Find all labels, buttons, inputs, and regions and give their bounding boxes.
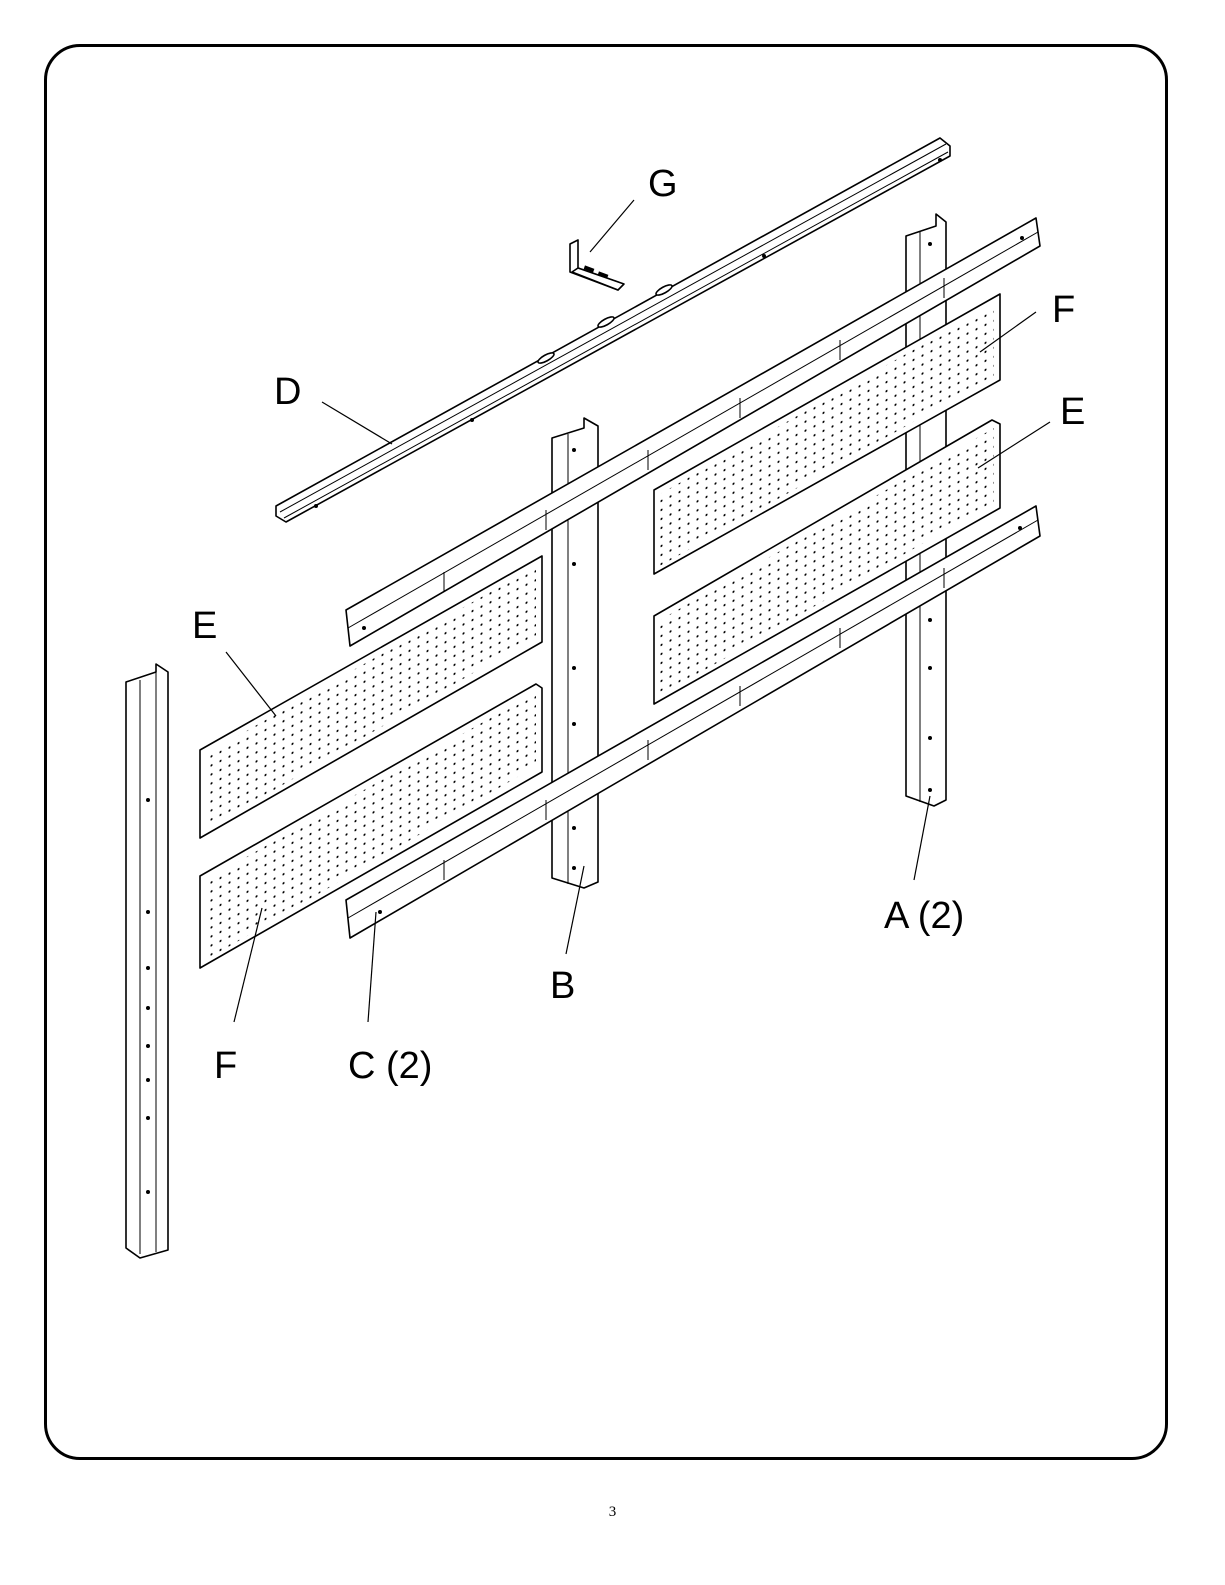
label-g: G bbox=[648, 163, 678, 205]
label-c: C (2) bbox=[348, 1045, 432, 1087]
label-e-right: E bbox=[1060, 391, 1085, 433]
bracket-g bbox=[570, 240, 624, 290]
label-e-left: E bbox=[192, 605, 217, 647]
label-d: D bbox=[274, 371, 301, 413]
label-f-right: F bbox=[1052, 289, 1075, 331]
label-f-left: F bbox=[214, 1045, 237, 1087]
label-a: A (2) bbox=[884, 895, 964, 937]
label-b: B bbox=[550, 965, 575, 1007]
post-a-left bbox=[126, 664, 168, 1258]
page-number: 3 bbox=[0, 1504, 1225, 1521]
